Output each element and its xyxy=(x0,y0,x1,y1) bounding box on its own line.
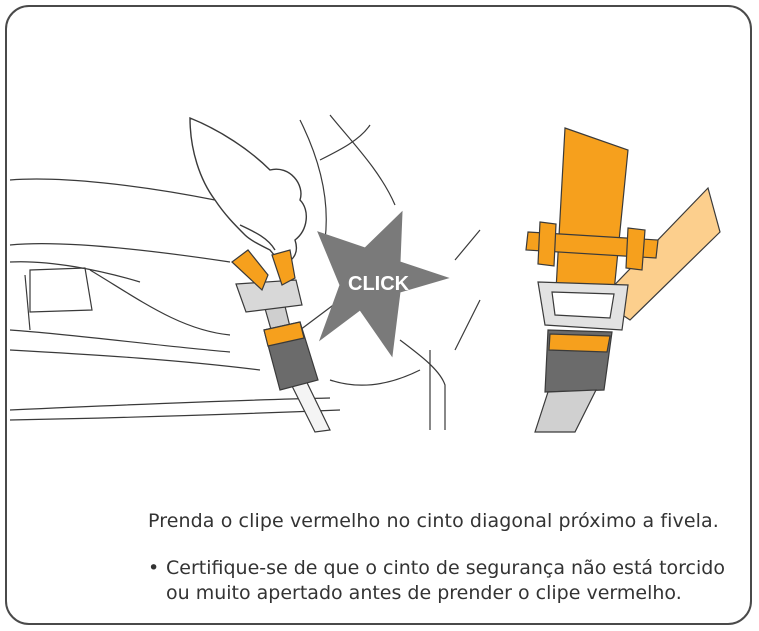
hand-illustration xyxy=(189,116,307,264)
bullet-text: Certifique-se de que o cinto de seguranç… xyxy=(166,557,725,604)
instruction-bullets: • Certifique-se de que o cinto de segura… xyxy=(148,556,726,606)
buckle-right xyxy=(534,281,629,433)
red-clip-right xyxy=(525,221,659,271)
red-clip-left xyxy=(231,249,296,292)
car-seat-outline xyxy=(9,114,481,430)
instruction-caption: Prenda o clipe vermelho no cinto diagona… xyxy=(148,510,719,532)
bullet-dot-icon: • xyxy=(148,557,160,579)
bullet-item: • Certifique-se de que o cinto de segura… xyxy=(148,556,726,606)
click-burst: CLICK xyxy=(317,210,450,358)
installation-illustration: CLICK xyxy=(9,114,721,433)
click-label: CLICK xyxy=(348,273,410,295)
buckle-left xyxy=(235,279,319,391)
